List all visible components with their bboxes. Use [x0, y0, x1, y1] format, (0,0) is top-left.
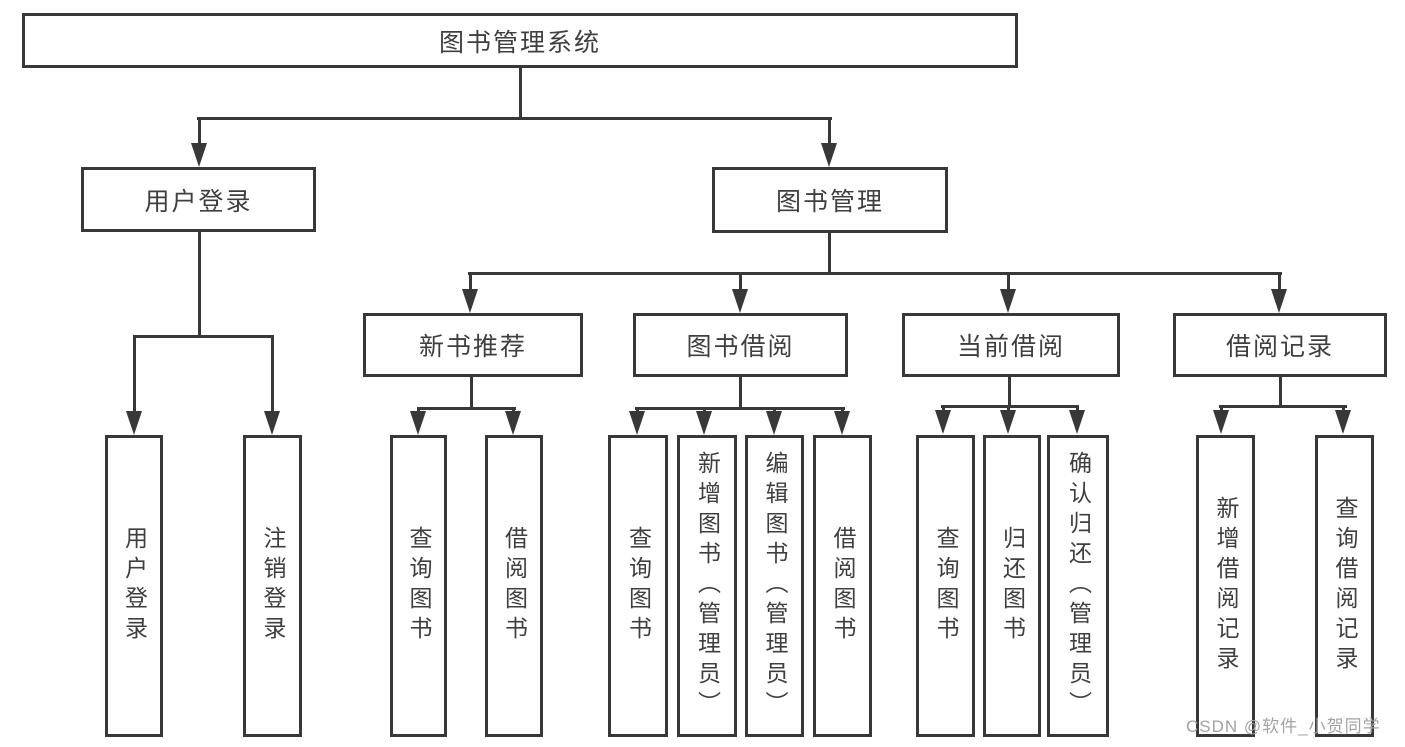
- leaf-current-confirm-admin: 确认归还（管理员）: [1047, 435, 1109, 737]
- connector-stem-leaf: [271, 335, 274, 415]
- arrow-down-icon: [191, 143, 207, 167]
- connector-stem-book-branch: [828, 117, 831, 147]
- arrow-down-icon: [126, 411, 142, 435]
- node-book-borrow: 图书借阅: [633, 313, 848, 377]
- leaf-user-login: 用户登录: [105, 435, 163, 737]
- connector-stem-section: [469, 272, 472, 292]
- arrow-down-icon: [1335, 410, 1351, 434]
- connector-current-split: [941, 405, 1079, 408]
- connector-level2-split: [468, 272, 1282, 275]
- arrow-down-icon: [766, 411, 782, 435]
- leaf-records-add: 新增借阅记录: [1196, 435, 1255, 737]
- arrow-down-icon: [410, 411, 426, 435]
- arrow-down-icon: [1213, 410, 1229, 434]
- arrow-down-icon: [834, 411, 850, 435]
- connector-stem-leaf: [942, 405, 945, 413]
- connector-stem-leaf: [1007, 405, 1010, 413]
- arrow-down-icon: [732, 289, 748, 313]
- connector-newbook-stub: [470, 377, 473, 410]
- connector-records-split: [1219, 405, 1347, 408]
- node-borrow-records: 借阅记录: [1173, 313, 1387, 377]
- leaf-current-query: 查询图书: [916, 435, 975, 737]
- arrow-down-icon: [629, 411, 645, 435]
- arrow-down-icon: [1000, 289, 1016, 313]
- leaf-borrow-query: 查询图书: [608, 435, 668, 737]
- connector-stem-section: [1007, 272, 1010, 292]
- leaf-current-return: 归还图书: [983, 435, 1041, 737]
- connector-stem-leaf: [1342, 405, 1345, 413]
- node-root-system: 图书管理系统: [22, 13, 1018, 68]
- arrow-down-icon: [935, 410, 951, 434]
- arrow-down-icon: [1000, 410, 1016, 434]
- connector-current-stub: [1008, 377, 1011, 408]
- leaf-records-query: 查询借阅记录: [1315, 435, 1374, 737]
- node-user-login-branch: 用户登录: [81, 167, 316, 232]
- leaf-newbook-borrow: 借阅图书: [485, 435, 543, 737]
- connector-user-split: [133, 335, 274, 338]
- connector-user-stub: [198, 232, 201, 338]
- arrow-down-icon: [821, 143, 837, 167]
- leaf-borrow-edit-admin: 编辑图书（管理员）: [745, 435, 804, 737]
- arrow-down-icon: [505, 411, 521, 435]
- connector-stem-leaf: [1220, 405, 1223, 413]
- leaf-borrow-borrow: 借阅图书: [813, 435, 872, 737]
- node-new-book-recommend: 新书推荐: [363, 313, 583, 377]
- arrow-down-icon: [1069, 410, 1085, 434]
- node-book-management-branch: 图书管理: [712, 167, 948, 233]
- arrow-down-icon: [1271, 289, 1287, 313]
- connector-stem-leaf: [133, 335, 136, 415]
- connector-records-stub: [1279, 377, 1282, 408]
- leaf-borrow-add-admin: 新增图书（管理员）: [677, 435, 737, 737]
- arrow-down-icon: [462, 289, 478, 313]
- connector-stem-user-branch: [198, 117, 201, 147]
- connector-borrow-split: [635, 407, 845, 410]
- leaf-user-logout: 注销登录: [243, 435, 302, 737]
- connector-newbook-split: [417, 407, 516, 410]
- connector-level1-split: [197, 117, 832, 120]
- connector-stem-section: [739, 272, 742, 292]
- leaf-newbook-query: 查询图书: [390, 435, 447, 737]
- arrow-down-icon: [696, 411, 712, 435]
- connector-stem-section: [1278, 272, 1281, 292]
- connector-root-stub: [519, 68, 522, 120]
- arrow-down-icon: [264, 411, 280, 435]
- csdn-watermark: CSDN @软件_小贺同学: [1186, 717, 1381, 736]
- connector-borrow-stub: [739, 377, 742, 410]
- connector-book-stub: [828, 233, 831, 275]
- connector-stem-leaf: [1076, 405, 1079, 413]
- node-current-borrow: 当前借阅: [902, 313, 1120, 377]
